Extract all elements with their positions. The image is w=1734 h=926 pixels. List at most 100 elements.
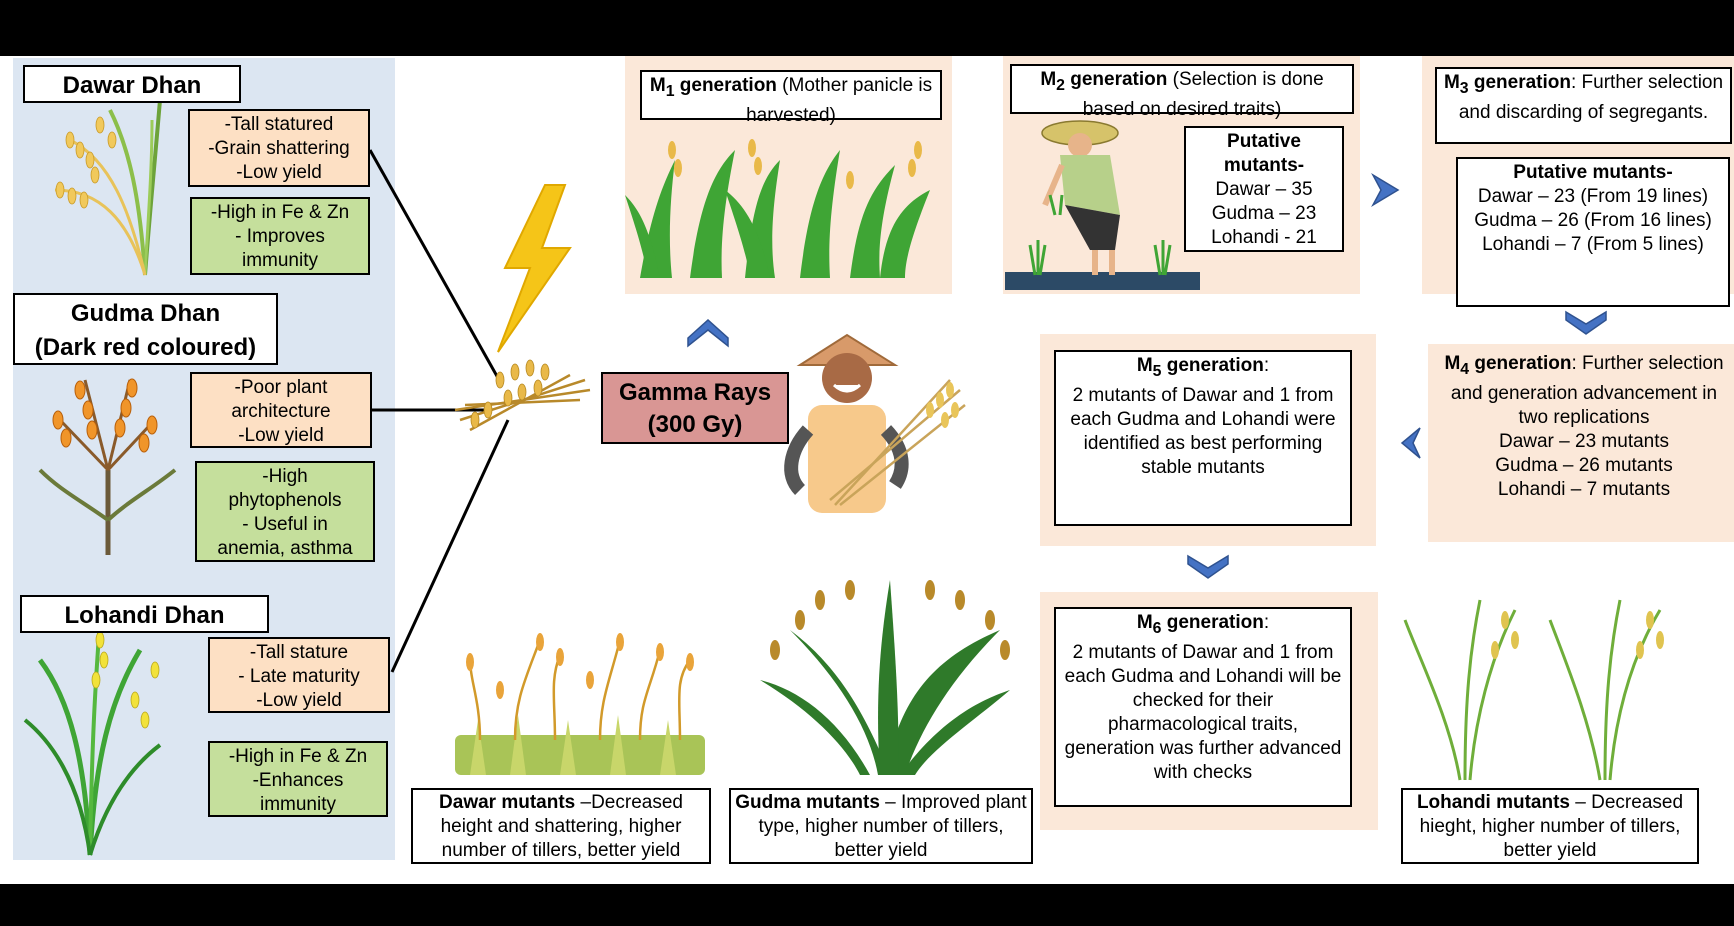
m6-generation-box: M6 generation: 2 mutants of Dawar and 1 … <box>1054 607 1352 807</box>
m3-description: : Further selection and discarding of se… <box>1458 72 1724 123</box>
count-line: Lohandi – 7 mutants <box>1497 478 1671 500</box>
gudma-plant-icon <box>38 378 177 555</box>
top-bar <box>0 0 1734 56</box>
dawar-traits-box: -Tall statured -Grain shattering -Low yi… <box>188 109 370 187</box>
m3-generation-word: generation <box>1468 72 1571 93</box>
trait-line: -Poor plant <box>234 377 328 398</box>
m1-description: (Mother panicle is harvested) <box>746 75 933 126</box>
count-line: Dawar – 35 <box>1215 179 1313 200</box>
trait-line: -Low yield <box>256 690 342 711</box>
m2-farmer-planting-icon <box>1005 120 1200 290</box>
dawar-mutants-description: –Decreased height and shattering, higher… <box>440 792 683 861</box>
gudma-mutants-caption: Gudma mutants – Improved plant type, hig… <box>729 788 1033 864</box>
m4-panel <box>1428 344 1734 542</box>
benefit-line: anemia, asthma <box>217 538 353 559</box>
rice-bundle-icon <box>454 359 591 432</box>
m5-colon: : <box>1263 355 1270 376</box>
dawar-mutants-caption: Dawar mutants –Decreased height and shat… <box>411 788 711 864</box>
dawar-mutant-field-icon <box>455 633 705 775</box>
dawar-mutants-title: Dawar mutants <box>439 792 576 813</box>
trait-line: -Grain shattering <box>208 138 350 159</box>
m5-label: M <box>1136 355 1153 376</box>
gudma-mutant-plant-icon <box>760 580 1010 775</box>
trait-line: - Late maturity <box>238 666 360 687</box>
lohandi-mutants-title: Lohandi mutants <box>1416 792 1571 813</box>
m4-generation-box: M4 generation: Further selection and gen… <box>1436 352 1732 532</box>
count-line: Gudma – 23 <box>1211 203 1317 224</box>
benefit-line: phytophenols <box>228 490 342 511</box>
lohandi-traits-box: -Tall stature - Late maturity -Low yield <box>208 637 390 713</box>
gudma-dhan-subtitle: (Dark red coloured) <box>34 334 257 361</box>
trait-line: -Tall stature <box>249 642 349 663</box>
benefit-line: immunity <box>241 250 318 271</box>
dawar-plant-icon <box>54 99 162 276</box>
m3-label: M <box>1443 72 1460 93</box>
m5-generation-word: generation <box>1161 355 1264 376</box>
m2-description: (Selection is done based on desired trai… <box>1082 69 1324 120</box>
dawar-benefits-box: -High in Fe & Zn - Improves immunity <box>190 197 370 275</box>
m4-description: : Further selection and generation advan… <box>1450 353 1724 428</box>
gudma-dhan-name: Gudma Dhan <box>70 300 221 327</box>
trait-line: -Low yield <box>238 425 324 446</box>
count-line: Gudma – 26 (From 16 lines) <box>1474 210 1712 231</box>
m2-generation-box: M2 generation (Selection is done based o… <box>1010 64 1354 120</box>
m6-label: M <box>1136 612 1153 633</box>
m6-description: 2 mutants of Dawar and 1 from each Gudma… <box>1064 641 1342 783</box>
m4-label: M <box>1444 353 1461 374</box>
m6-generation-word: generation <box>1161 612 1264 633</box>
m2-putative-title: Putative mutants- <box>1223 131 1305 176</box>
trait-line: architecture <box>231 401 331 422</box>
m5-description: 2 mutants of Dawar and 1 from each Gudma… <box>1070 384 1336 478</box>
benefit-line: -High in Fe & Zn <box>210 202 350 223</box>
connector-lines <box>368 149 510 673</box>
benefit-line: -High <box>262 466 308 487</box>
m1-rice-field-icon <box>625 139 930 278</box>
gamma-rays-box: Gamma Rays (300 Gy) <box>601 372 789 444</box>
benefit-line: immunity <box>259 794 336 815</box>
gudma-traits-box: -Poor plant architecture -Low yield <box>190 372 372 448</box>
m3-subscript: 3 <box>1459 79 1469 97</box>
farmer-icon <box>784 333 966 513</box>
bottom-bar <box>0 884 1734 926</box>
benefit-line: -Enhances <box>252 770 344 791</box>
m1-generation-box: M1 generation (Mother panicle is harvest… <box>640 70 942 126</box>
lohandi-mutants-description: – Decreased hieght, higher number of til… <box>1419 792 1684 861</box>
chevron-icon <box>687 172 1607 579</box>
gudma-dhan-label: Gudma Dhan (Dark red coloured) <box>13 293 278 365</box>
m2-generation-word: generation <box>1064 69 1168 90</box>
lightning-icon <box>497 184 572 353</box>
lohandi-mutant-plant-icon <box>1403 599 1664 781</box>
m3-generation-box: M3 generation: Further selection and dis… <box>1435 67 1732 144</box>
count-line: Lohandi – 7 (From 5 lines) <box>1482 234 1704 255</box>
count-line: Lohandi - 21 <box>1211 227 1317 248</box>
m5-subscript: 5 <box>1152 362 1162 380</box>
m3-putative-box: Putative mutants- Dawar – 23 (From 19 li… <box>1456 157 1730 307</box>
m4-generation-word: generation <box>1469 353 1572 374</box>
m6-colon: : <box>1263 612 1270 633</box>
m4-subscript: 4 <box>1460 360 1470 378</box>
gudma-benefits-box: -High phytophenols - Useful in anemia, a… <box>195 461 375 562</box>
benefit-line: - Useful in <box>242 514 328 535</box>
count-line: Dawar – 23 (From 19 lines) <box>1477 186 1709 207</box>
count-line: Gudma – 26 mutants <box>1495 454 1673 476</box>
gudma-mutants-description: – Improved plant type, higher number of … <box>758 792 1027 861</box>
m5-generation-box: M5 generation: 2 mutants of Dawar and 1 … <box>1054 350 1352 526</box>
m1-label: M <box>649 75 666 96</box>
m2-subscript: 2 <box>1056 76 1065 94</box>
trait-line: -Tall statured <box>224 114 334 135</box>
lohandi-mutants-caption: Lohandi mutants – Decreased hieght, high… <box>1401 788 1699 864</box>
trait-line: -Low yield <box>236 162 322 183</box>
lohandi-plant-icon <box>23 619 162 856</box>
m1-subscript: 1 <box>665 82 675 100</box>
dawar-dhan-label: Dawar Dhan <box>23 65 241 103</box>
lohandi-benefits-box: -High in Fe & Zn -Enhances immunity <box>208 741 388 817</box>
m2-label: M <box>1040 69 1057 90</box>
lohandi-dhan-label: Lohandi Dhan <box>20 595 269 633</box>
gudma-mutants-title: Gudma mutants <box>735 792 880 813</box>
count-line: Dawar – 23 mutants <box>1498 430 1670 452</box>
m6-subscript: 6 <box>1152 619 1162 637</box>
gamma-rays-title: Gamma Rays <box>618 379 772 406</box>
benefit-line: -High in Fe & Zn <box>228 746 368 767</box>
benefit-line: - Improves <box>235 226 325 247</box>
